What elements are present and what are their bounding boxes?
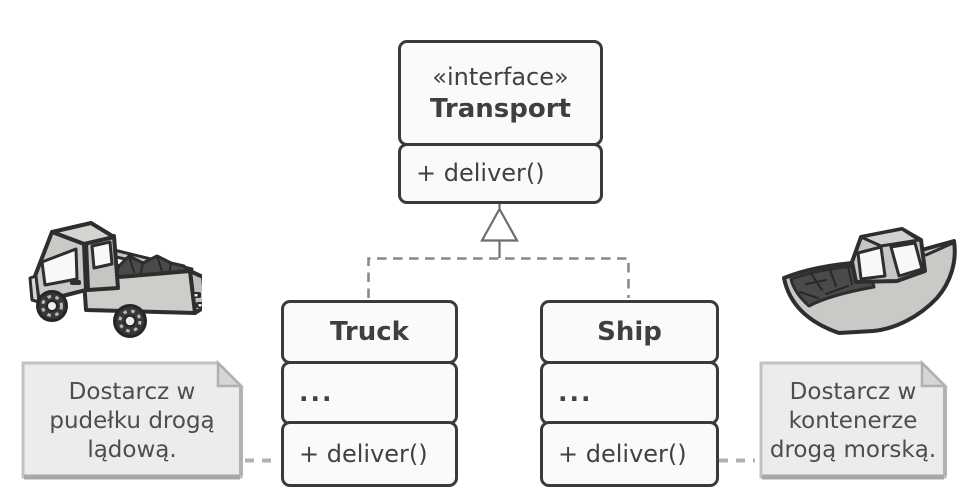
note-truck: Dostarcz w pudełku drogą lądową. [20,360,244,480]
note-line: drogą morską. [769,436,937,463]
class-ship-box: Ship ... + deliver() [540,300,719,487]
note-ship-text: Dostarcz w kontenerze drogą morską. [758,360,948,480]
truck-windshield [40,247,79,287]
interface-method-section: + deliver() [398,142,603,204]
truck-method-section: + deliver() [281,421,458,487]
class-truck-box: Truck ... + deliver() [281,300,458,487]
truck-front-wheel [36,290,68,322]
note-ship: Dostarcz w kontenerze drogą morską. [758,360,948,480]
truck-side-window [90,240,114,270]
ship-name-label: Ship [597,317,662,347]
note-line: lądową. [87,436,177,463]
ship-fields-placeholder: ... [558,378,593,407]
truck-fields-section: ... [281,360,458,425]
note-fold-corner-icon [216,360,244,388]
truck-method-label: + deliver() [299,440,428,468]
truck-title-section: Truck [281,300,458,364]
ship-cabin-roof [859,227,921,248]
ship-method-section: + deliver() [540,421,719,487]
truck-illustration [28,221,202,338]
interface-transport-box: «interface» Transport + deliver() [398,40,603,204]
ship-side-window [889,241,924,278]
note-truck-text: Dostarcz w pudełku drogą lądową. [20,360,244,480]
truck-rear-wheel [113,304,147,338]
note-shape [759,360,948,480]
realization-triangle-icon [480,206,519,242]
ship-front-window [856,245,887,281]
note-shape [21,360,244,480]
ship-method-label: + deliver() [558,440,687,468]
ship-deck-line [924,241,955,257]
truck-taillight-dot [194,294,198,297]
note-line: kontenerze [788,407,918,434]
interface-name-label: Transport [430,93,571,124]
interface-method-label: + deliver() [416,159,545,187]
interface-title-section: «interface» Transport [398,40,603,146]
ship-illustration [782,227,957,335]
note-line: Dostarcz w [789,378,917,405]
ship-title-section: Ship [540,300,719,364]
inheritance-dashed-line [367,257,630,298]
truck-name-label: Truck [330,317,409,347]
truck-bumper [28,274,41,304]
interface-stereotype-label: «interface» [432,62,569,91]
truck-fields-placeholder: ... [299,378,334,407]
note-fold-corner-icon [920,360,948,388]
truck-taillight-dot [198,304,202,307]
truck-door-handle [70,280,81,285]
note-line: Dostarcz w [68,378,196,405]
ship-fields-section: ... [540,360,719,425]
note-line: pudełku drogą [49,407,215,434]
